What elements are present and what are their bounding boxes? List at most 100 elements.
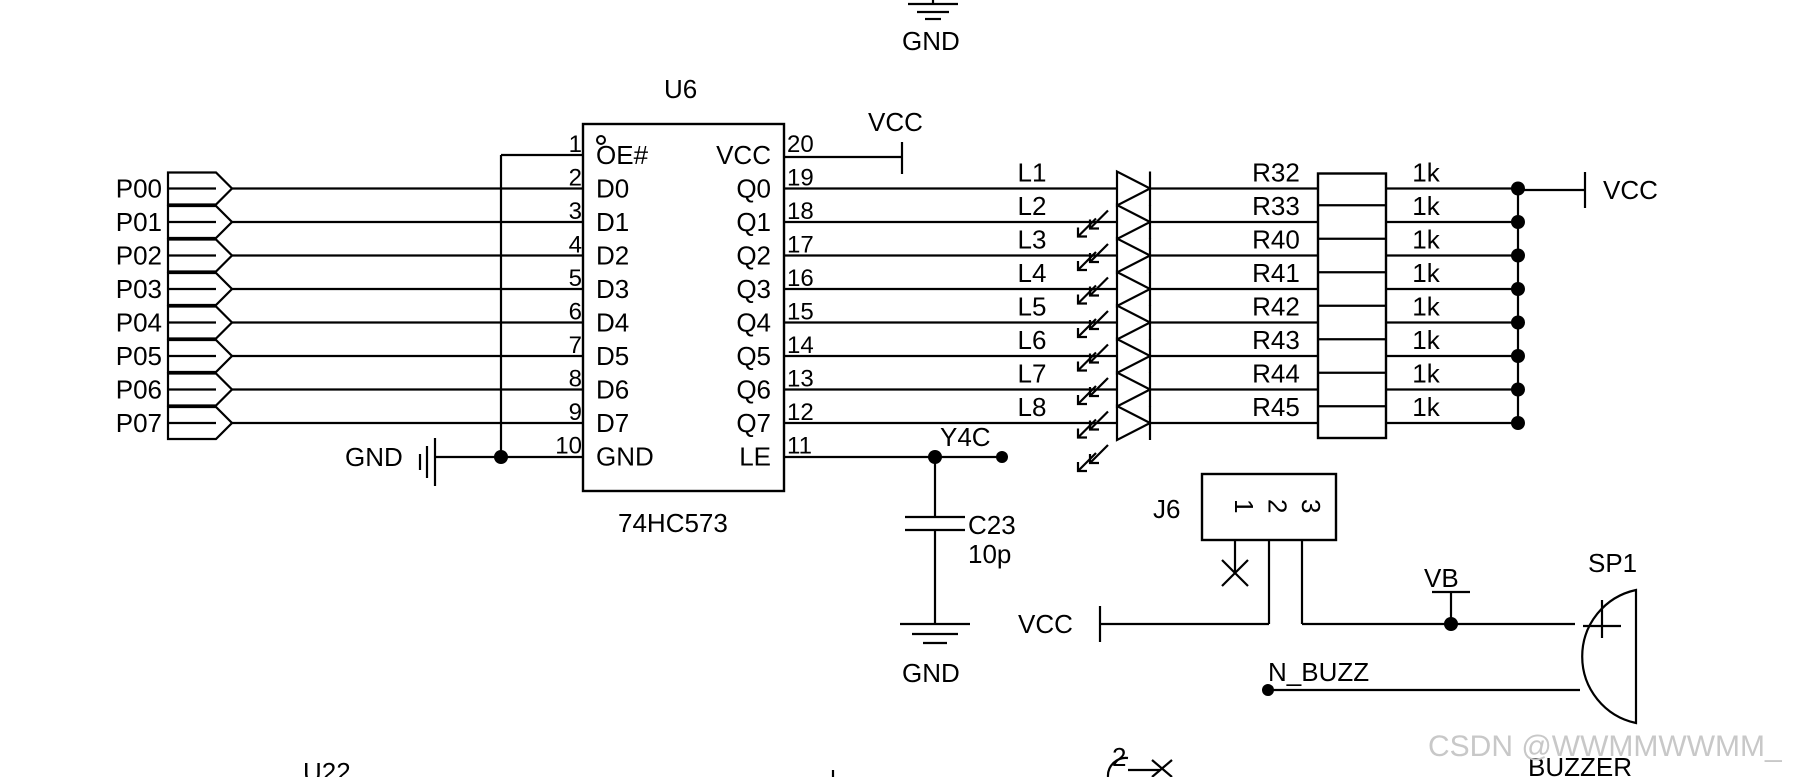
j6-vcc-label: VCC [1018, 609, 1073, 639]
led-emission-arrow [1089, 310, 1109, 330]
resistor-value: 1k [1412, 392, 1440, 422]
led-emission-arrow [1089, 444, 1109, 464]
oe-gnd-tie [435, 153, 583, 464]
u6-pin-name-right: Q0 [736, 174, 771, 204]
led-triangle [1115, 404, 1153, 442]
j6-pin-number: 1 [1229, 499, 1259, 513]
top-gnd-symbol [908, 0, 958, 21]
rail-junction-dot [1511, 181, 1525, 196]
resistor-ref: R32 [1252, 158, 1300, 188]
resistor-ref: R45 [1252, 392, 1300, 422]
resistor-ref: R42 [1252, 292, 1300, 322]
led-triangle [1115, 303, 1153, 342]
led-label: L5 [1018, 292, 1047, 322]
u6-pin-name-left: D2 [596, 241, 629, 271]
resistor-ref: R43 [1252, 325, 1300, 355]
led-emission-arrow [1089, 243, 1109, 263]
resistor-ref: R33 [1252, 191, 1300, 221]
u6-pin-name-left: OE# [596, 140, 649, 170]
vcc-rail-label: VCC [1603, 175, 1658, 205]
led-label: L8 [1018, 392, 1047, 422]
led-emission-arrowhead [1076, 261, 1087, 272]
port-label: P03 [116, 274, 162, 304]
led-emission-arrow [1089, 410, 1109, 431]
j6-wiring [1098, 540, 1580, 696]
led-emission-arrowhead [1076, 227, 1087, 238]
port-label: P06 [116, 375, 162, 405]
led-emission-arrowhead [1076, 462, 1087, 473]
u6-pin-name-right: VCC [716, 140, 771, 170]
c23-ref: C23 [968, 510, 1016, 540]
u6-pin-name-right: Q2 [736, 241, 771, 271]
led-emission-arrow [1089, 276, 1109, 297]
y4c-net-label: Y4C [940, 422, 991, 452]
u6-pin-name-left: D5 [596, 341, 629, 371]
u6-part: 74HC573 [618, 508, 728, 538]
resistor-ref: R40 [1252, 225, 1300, 255]
led-emission-arrowhead [1076, 361, 1087, 372]
port-connector-shape [166, 271, 234, 307]
led-emission-arrow [1089, 343, 1109, 364]
u6-vcc-label: VCC [868, 107, 923, 137]
top-gnd-label: GND [902, 26, 960, 56]
u6-pin-name-left: GND [596, 442, 654, 472]
u6-pin-number-right: 16 [787, 265, 814, 292]
u6-pin-name-right: Q5 [736, 341, 771, 371]
u6-vcc-symbol [784, 142, 904, 174]
u6-pin-name-right: Q6 [736, 375, 771, 405]
u6-pin-number-right: 11 [787, 433, 812, 460]
vcc-rail [1516, 172, 1587, 425]
u6-pin-number-left: 8 [569, 366, 582, 393]
u6-pin-number-left: 6 [569, 299, 582, 326]
c23-value: 10p [968, 539, 1011, 569]
j6-pin-number: 2 [1263, 499, 1293, 513]
j6-pin-number: 3 [1296, 499, 1326, 513]
u6-pin-name-right: Q3 [736, 274, 771, 304]
u6-pin-number-right: 12 [787, 399, 814, 426]
u6-pin-number-left: 1 [569, 131, 582, 158]
resistor-value: 1k [1412, 225, 1440, 255]
u6-pin-number-left: 9 [569, 399, 582, 426]
nbuzz-net-label: N_BUZZ [1268, 657, 1369, 687]
led-emission-arrow [1089, 209, 1109, 230]
port-label: P02 [116, 241, 162, 271]
vb-net-label: VB [1424, 563, 1459, 593]
resistor-value: 1k [1412, 158, 1440, 188]
u6-pin-name-left: D6 [596, 375, 629, 405]
led-emission-arrow [1077, 452, 1097, 472]
port-label: P00 [116, 174, 162, 204]
u6-pin-number-left: 7 [569, 332, 582, 359]
bottom-symbol-fragment [1106, 756, 1173, 777]
u6-pin-number-right: 14 [787, 332, 814, 359]
oe-inversion-circle [596, 135, 606, 145]
u6-pin-name-left: D7 [596, 408, 629, 438]
resistor-value: 1k [1412, 191, 1440, 221]
u6-pin-number-left: 2 [569, 165, 582, 192]
led-emission-arrow [1089, 377, 1109, 397]
led-label: L2 [1018, 191, 1047, 221]
port-connector-shape [166, 238, 234, 273]
led-triangle [1115, 236, 1153, 275]
led-label: L7 [1018, 359, 1047, 389]
u6-pin-name-right: LE [739, 442, 771, 472]
port-label: P05 [116, 341, 162, 371]
led-triangle [1115, 337, 1153, 375]
c23-gnd-symbol [900, 622, 970, 645]
u6-pin-number-left: 10 [555, 433, 582, 460]
u6-ref: U6 [664, 74, 697, 104]
u6-pin-name-right: Q7 [736, 408, 771, 438]
j6-ref: J6 [1153, 494, 1180, 524]
port-connector-shape [166, 204, 234, 240]
u6-pin-name-left: D1 [596, 207, 629, 237]
led-triangle [1115, 203, 1153, 241]
c23-gnd-label: GND [902, 658, 960, 688]
led-emission-arrowhead [1076, 428, 1087, 439]
u6-pin-number-right: 19 [787, 165, 814, 192]
u6-pin-number-right: 20 [787, 131, 814, 158]
left-gnd-symbol [418, 438, 437, 486]
sp1-ref: SP1 [1588, 548, 1637, 578]
port-connector-shape [166, 305, 234, 340]
